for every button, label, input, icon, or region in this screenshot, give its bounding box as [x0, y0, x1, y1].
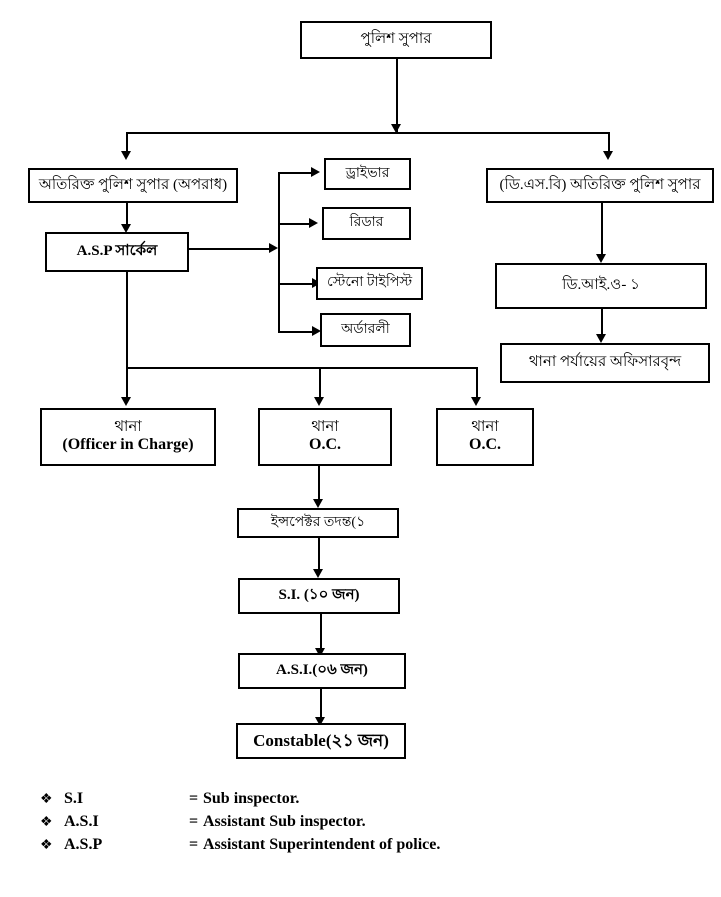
connector-thana2-to-inspector: [318, 466, 320, 499]
legend-bullet-icon: ❖: [40, 838, 53, 853]
node-orderly[interactable]: অর্ডারলী: [320, 313, 411, 347]
arrow-to-constable: [315, 717, 325, 726]
node-asp-circle-label: A.S.P সার্কেল: [76, 243, 158, 260]
node-thana-oc-2-label-english: O.C.: [309, 436, 341, 454]
connector-bus-left-drop: [126, 132, 128, 151]
arrow-to-asi: [315, 648, 325, 657]
node-thana-oc-3-label-bangla: থানা: [471, 419, 499, 436]
connector-bus-to-driver: [278, 172, 311, 174]
legend-bullet-icon: ❖: [40, 815, 53, 830]
legend-row-si: ❖ S.I = Sub inspector.: [40, 790, 600, 813]
legend-equals-si: =: [189, 790, 199, 807]
node-addl-sp-crime[interactable]: অতিরিক্ত পুলিশ সুপার (অপরাধ): [28, 168, 238, 203]
arrow-to-thana-2: [314, 397, 324, 406]
node-addl-sp-crime-label: অতিরিক্ত পুলিশ সুপার (অপরাধ): [38, 176, 228, 193]
legend-definition-si: Sub inspector.: [203, 790, 300, 807]
node-thana-oc-3[interactable]: থানা O.C.: [436, 408, 534, 466]
node-driver-label: ড্রাইভার: [345, 165, 390, 181]
connector-bus-to-steno: [278, 283, 312, 285]
arrow-sp-bus-junction: [391, 124, 401, 133]
node-thana-oc-2-label-bangla: থানা: [311, 419, 339, 436]
legend-equals-asp: =: [189, 836, 199, 853]
connector-top-bus: [126, 132, 608, 134]
arrow-to-thana-1: [121, 397, 131, 406]
node-dsb-addl-sp-label: (ডি.এস.বি) অতিরিক্ত পুলিশ সুপার: [499, 176, 701, 193]
arrow-to-addl-sp-crime: [121, 151, 131, 160]
connector-bus-to-reader: [278, 223, 309, 225]
node-asi-label: A.S.I.(০৬ জন): [276, 662, 368, 679]
node-constable-label: Constable(২১ জন): [253, 731, 389, 751]
connector-bus-to-orderly: [278, 331, 312, 333]
node-reader-label: রিডার: [349, 215, 384, 231]
node-thana-oc-1-label-bangla: থানা: [114, 419, 142, 436]
legend-abbr-si: S.I: [64, 790, 84, 807]
node-police-super-label: পুলিশ সুপার: [360, 31, 432, 48]
connector-thana-bus: [126, 367, 476, 369]
node-dsb-addl-sp[interactable]: (ডি.এস.বি) অতিরিক্ত পুলিশ সুপার: [486, 168, 714, 203]
node-thana-level-officers[interactable]: থানা পর্যায়ের অফিসারবৃন্দ: [500, 343, 710, 383]
node-si-label: S.I. (১০ জন): [278, 587, 360, 604]
legend-definition-asp: Assistant Superintendent of police.: [203, 836, 441, 853]
connector-dsb-to-dio: [601, 203, 603, 254]
connector-addl-sp-to-asp: [126, 203, 128, 224]
connector-thana-bus-drop-1: [126, 367, 128, 397]
node-thana-oc-1[interactable]: থানা (Officer in Charge): [40, 408, 216, 466]
node-steno-typist[interactable]: স্টেনো টাইপিস্ট: [316, 267, 423, 300]
connector-inspector-to-si: [318, 538, 320, 569]
node-thana-oc-3-label-english: O.C.: [469, 436, 501, 454]
legend-abbr-asi: A.S.I: [64, 813, 99, 830]
node-inspector-investigation-label: ইন্সপেক্টর তদন্ত(১: [270, 514, 366, 530]
legend-definition-asi: Assistant Sub inspector.: [203, 813, 366, 830]
node-thana-level-officers-label: থানা পর্যায়ের অফিসারবৃন্দ: [528, 354, 682, 371]
connector-thana-bus-drop-2: [319, 367, 321, 397]
arrow-to-driver: [311, 167, 320, 177]
arrow-to-thana-3: [471, 397, 481, 406]
connector-asp-to-middle-bus: [189, 248, 269, 250]
node-asi[interactable]: A.S.I.(০৬ জন): [238, 653, 406, 689]
arrow-to-dsb-addl-sp: [603, 151, 613, 160]
arrow-to-orderly: [312, 326, 321, 336]
node-steno-typist-label: স্টেনো টাইপিস্ট: [326, 275, 413, 291]
node-dio-1-label: ডি.আই.ও- ১: [562, 277, 640, 294]
node-driver[interactable]: ড্রাইভার: [324, 158, 411, 190]
node-asp-circle[interactable]: A.S.P সার্কেল: [45, 232, 189, 272]
node-dio-1[interactable]: ডি.আই.ও- ১: [495, 263, 707, 309]
connector-asi-to-constable: [320, 689, 322, 717]
connector-dio-to-thana-officers: [601, 309, 603, 334]
legend-abbr-asp: A.S.P: [64, 836, 103, 853]
node-thana-oc-2[interactable]: থানা O.C.: [258, 408, 392, 466]
arrow-to-inspector: [313, 499, 323, 508]
node-si[interactable]: S.I. (১০ জন): [238, 578, 400, 614]
arrow-to-asp-circle: [121, 224, 131, 233]
arrow-to-dio-1: [596, 254, 606, 263]
node-police-super[interactable]: পুলিশ সুপার: [300, 21, 492, 59]
node-constable[interactable]: Constable(২১ জন): [236, 723, 406, 759]
legend-row-asp: ❖ A.S.P = Assistant Superintendent of po…: [40, 836, 600, 859]
connector-bus-right-drop: [608, 132, 610, 151]
arrow-asp-into-middle-bus: [269, 243, 278, 253]
node-inspector-investigation[interactable]: ইন্সপেক্টর তদন্ত(১: [237, 508, 399, 538]
legend-equals-asi: =: [189, 813, 199, 830]
node-orderly-label: অর্ডারলী: [341, 321, 390, 337]
node-reader[interactable]: রিডার: [322, 207, 411, 240]
connector-si-to-asi: [320, 614, 322, 648]
legend-row-asi: ❖ A.S.I = Assistant Sub inspector.: [40, 813, 600, 836]
connector-sp-stem: [396, 59, 398, 132]
legend-bullet-icon: ❖: [40, 792, 53, 807]
node-thana-oc-1-label-english: (Officer in Charge): [62, 436, 194, 454]
connector-asp-down-stem: [126, 272, 128, 367]
connector-middle-bus: [278, 172, 280, 333]
legend: ❖ S.I = Sub inspector. ❖ A.S.I = Assista…: [40, 790, 600, 859]
arrow-to-si: [313, 569, 323, 578]
arrow-to-thana-level-officers: [596, 334, 606, 343]
arrow-to-reader: [309, 218, 318, 228]
connector-thana-bus-drop-3: [476, 367, 478, 397]
